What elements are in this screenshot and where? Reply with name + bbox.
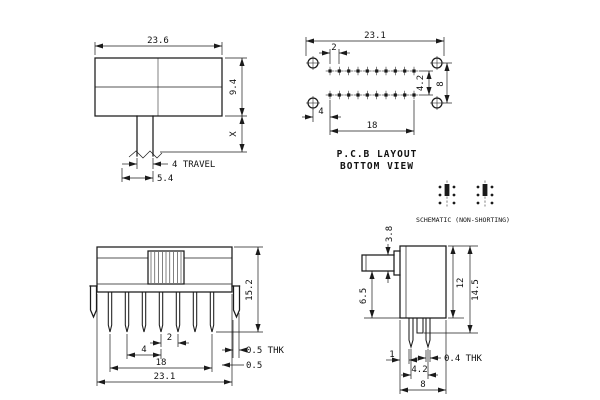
pcb-width-dim: 23.1	[364, 31, 386, 41]
top-view-width-dim: 23.6	[147, 36, 169, 46]
right-mount-tab	[232, 285, 241, 319]
side-center-tab	[416, 318, 424, 334]
side-pin-offset-dim: 1	[389, 350, 394, 360]
pcb-layout-view: 23.1 2 4.2 8 4 18 P.C.B LAYOUT BOTTOM VI…	[302, 31, 452, 172]
schematic-caption: SCHEMATIC (NON-SHORTING)	[416, 216, 510, 224]
side-pin-pitch-dim: 4.2	[411, 365, 427, 375]
actuator-shaft	[361, 254, 395, 272]
top-view-x-dim: X	[229, 131, 239, 137]
pcb-hole-to-pad-dim: 4	[318, 107, 323, 117]
front-pin-span-dim: 18	[156, 358, 167, 368]
front-width-dim: 23.1	[154, 372, 176, 382]
side-pin-1	[408, 318, 414, 349]
break-line	[128, 150, 163, 159]
knob-hatch	[150, 252, 182, 283]
actuator-collar	[393, 250, 401, 276]
mounting-holes	[306, 56, 444, 110]
side-pin-2	[425, 318, 431, 349]
schematic-view: SCHEMATIC (NON-SHORTING)	[416, 180, 510, 224]
side-actuator-dim: 3.8	[385, 226, 395, 242]
top-view-height-dim: 9.4	[229, 79, 239, 95]
side-depth-dim: 8	[420, 380, 425, 390]
pcb-caption-line2: BOTTOM VIEW	[340, 161, 414, 172]
schematic-pole-2	[476, 180, 494, 207]
side-terminal-thk-dim: 0.4 THK	[444, 354, 483, 364]
pcb-row-spacing-dim: 4.2	[416, 75, 426, 91]
schematic-pole-1	[438, 180, 456, 207]
top-view-travel-dim: 4 TRAVEL	[172, 160, 215, 170]
front-view-body	[96, 246, 233, 293]
pcb-hole-row-dim: 8	[436, 81, 446, 86]
pcb-pad-span-dim: 18	[367, 121, 378, 131]
front-view: 15.2 2 4 18 23.1 0.5 THK 0.5	[89, 246, 285, 386]
side-overall-height-dim: 14.5	[471, 279, 481, 301]
side-actuator-base-dim: 6.5	[359, 288, 369, 304]
left-mount-tab	[89, 285, 98, 319]
front-pin-pitch-dim: 2	[167, 333, 172, 343]
front-group-pitch-dim: 4	[141, 345, 146, 355]
pcb-caption-line1: P.C.B LAYOUT	[337, 149, 418, 160]
side-view-body	[399, 245, 447, 319]
front-height-dim: 15.2	[245, 279, 255, 301]
top-view-stem-offset-dim: 5.4	[157, 174, 173, 184]
terminal-pins	[107, 291, 215, 333]
top-view: 23.6 9.4 X 4 TRAVEL 5.4	[94, 36, 247, 184]
pcb-pitch-dim: 2	[331, 43, 336, 53]
solder-pad-grid	[325, 66, 419, 100]
side-view: 3.8 6.5 12 14.5 1 4.2 8 0.4 THK	[359, 226, 483, 394]
front-terminal-thk-dim: 0.5 THK	[246, 346, 285, 356]
front-bracket-thk-dim: 0.5	[246, 361, 262, 371]
side-body-height-dim: 12	[456, 278, 466, 289]
